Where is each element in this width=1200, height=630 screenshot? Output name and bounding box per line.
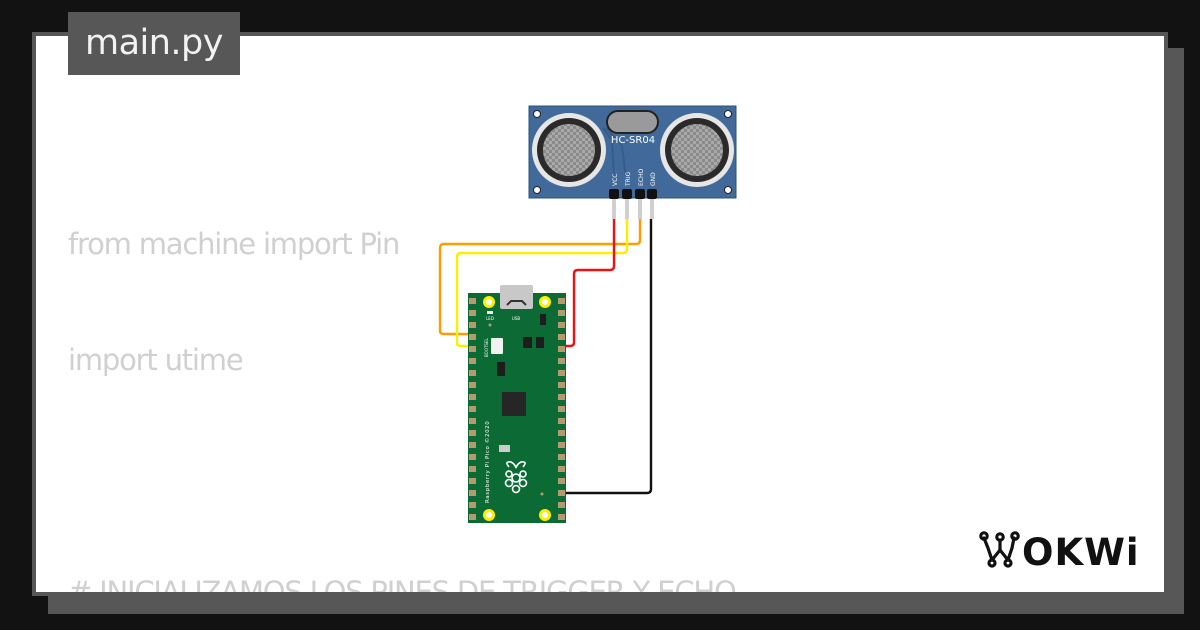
raspberry-pi-logo-icon (504, 461, 528, 494)
pin-label-echo: ECHO (638, 169, 645, 186)
wire-gnd[interactable] (556, 219, 653, 495)
usb-label: USB (512, 316, 520, 321)
board-silkscreen: Raspberry Pi Pico ©2020 (484, 421, 491, 503)
logo-text: OKWi (1022, 531, 1140, 574)
bootsel-label: BOOTSEL (484, 338, 489, 357)
code-line: # INICIALIZAMOS LOS PINES DE TRIGGER Y E… (68, 575, 737, 592)
pin-label-gnd: GND (650, 172, 657, 186)
transducer-left (532, 113, 606, 187)
wire-vcc[interactable] (556, 219, 616, 348)
wire-echo[interactable] (438, 219, 642, 336)
filename-tab[interactable]: main.py (68, 12, 240, 75)
wires (438, 219, 653, 495)
rp2040-chip (502, 392, 526, 416)
code-line: import utime (68, 343, 244, 377)
pin-label-vcc: VCC (612, 174, 619, 186)
transducer-right (660, 113, 734, 187)
raspberry-pi-pico[interactable]: LED USB BOOTSEL Raspberry Pi Pico ©2020 (468, 285, 566, 523)
wire-trig[interactable] (455, 219, 629, 348)
preview-canvas: from machine import Pin import utime # I… (36, 36, 1164, 592)
pin-label-trig: TRIG (625, 171, 632, 187)
pico-pins (469, 298, 565, 520)
hc-sr04-sensor[interactable]: HC-SR04 VCC TRIG ECHO GND (528, 105, 737, 219)
led-label: LED (486, 316, 494, 321)
wokwi-logo[interactable]: OKWi (978, 528, 1150, 574)
code-preview: from machine import Pin import utime # I… (68, 152, 1164, 592)
bootsel-button[interactable] (491, 338, 503, 354)
sensor-label: HC-SR04 (611, 135, 655, 146)
code-line: from machine import Pin (68, 227, 400, 261)
